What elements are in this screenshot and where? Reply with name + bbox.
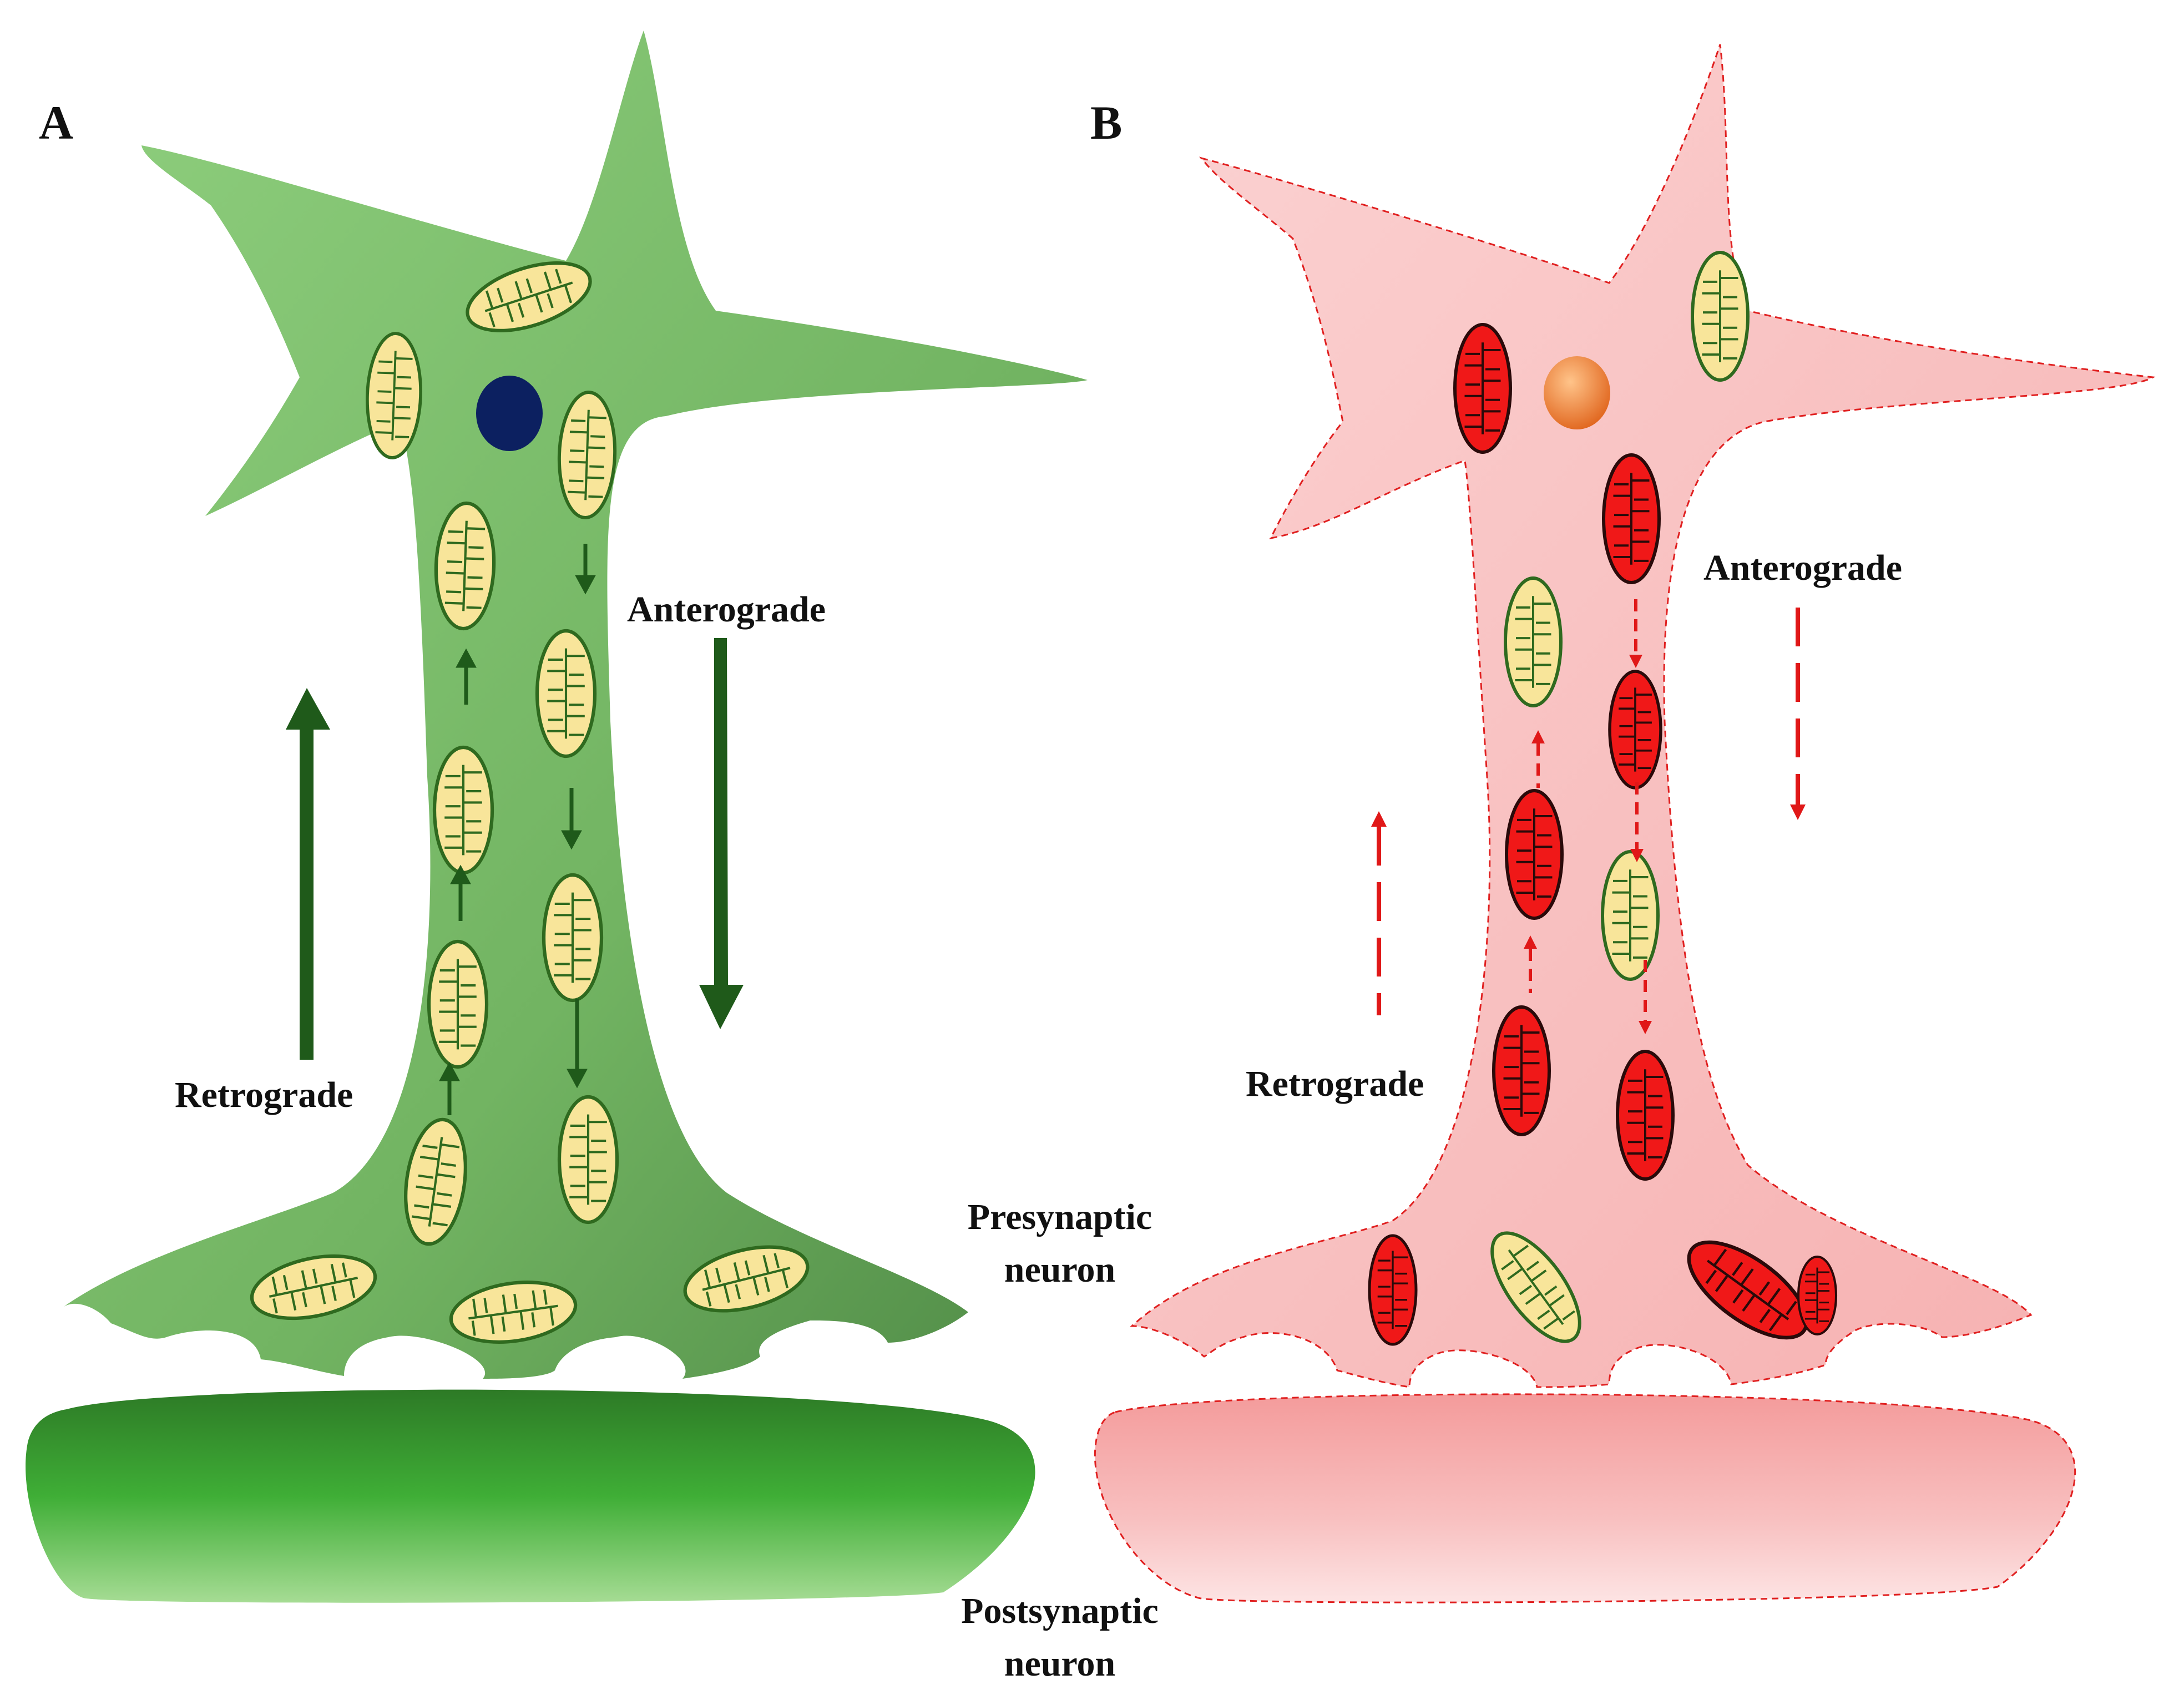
mitochondrion-healthy — [542, 873, 604, 1003]
mitochondrion-healthy — [434, 501, 496, 631]
mitochondrion-healthy — [535, 629, 597, 758]
mitochondrion-damaged — [1602, 453, 1661, 584]
mitochondrion-damaged — [1687, 1240, 1809, 1340]
presynaptic-label: Presynaptic neuron — [968, 1197, 1152, 1290]
retrograde-arrow-b — [1371, 811, 1387, 1015]
presynaptic-label-line2: neuron — [1004, 1249, 1116, 1290]
mitochondrion-healthy — [427, 939, 489, 1069]
mitochondrion-healthy — [250, 1254, 377, 1320]
small-arrowheads-b — [1524, 655, 1652, 1034]
mitochondria-b — [1368, 251, 1838, 1346]
anterograde-label-a: Anterograde — [627, 589, 826, 630]
mitochondrion-healthy — [432, 745, 494, 875]
mitochondrion-healthy — [365, 332, 423, 459]
postsynaptic-neuron-b — [1094, 1393, 2076, 1603]
nucleus-b — [1544, 356, 1610, 429]
small-arrows-a — [439, 544, 596, 1115]
mitochondrion-healthy — [1601, 850, 1660, 981]
anterograde-arrow-b — [1790, 608, 1806, 820]
mitochondrion-healthy — [557, 391, 617, 519]
postsynaptic-neuron-a — [26, 1389, 1035, 1603]
mitochondrion-healthy — [1691, 251, 1750, 382]
mitochondrion-damaged — [1616, 1050, 1675, 1181]
mitochondrion-healthy — [466, 261, 592, 333]
mitochondrion-healthy — [1490, 1231, 1581, 1343]
postsynaptic-label-line1: Postsynaptic — [961, 1591, 1159, 1631]
mitochondrion-damaged — [1608, 670, 1662, 790]
mitochondrion-damaged — [1797, 1255, 1838, 1336]
postsynaptic-label: Postsynaptic neuron — [961, 1591, 1159, 1684]
mitochondrion-damaged — [1368, 1234, 1418, 1346]
anterograde-label-b: Anterograde — [1703, 548, 1902, 588]
panel-b-letter: B — [1090, 96, 1122, 149]
mitochondrion-damaged — [1505, 789, 1564, 920]
retrograde-arrow-a — [286, 688, 330, 1060]
mitochondrion-healthy — [1504, 576, 1563, 707]
mitochondrion-damaged — [1492, 1005, 1551, 1136]
panel-a-letter: A — [39, 96, 73, 149]
mitochondrion-healthy — [683, 1245, 810, 1313]
anterograde-arrow-a — [699, 638, 744, 1029]
mitochondrion-damaged — [1453, 323, 1512, 454]
postsynaptic-label-line2: neuron — [1004, 1643, 1116, 1684]
mitochondrion-healthy — [449, 1281, 578, 1344]
mitochondrion-healthy — [557, 1095, 619, 1225]
nucleus-a — [476, 376, 543, 451]
retrograde-label-a: Retrograde — [175, 1075, 353, 1115]
retrograde-label-b: Retrograde — [1246, 1064, 1424, 1104]
presynaptic-label-line1: Presynaptic — [968, 1197, 1152, 1237]
mitochondria-a — [250, 261, 810, 1344]
mitochondrion-healthy — [404, 1117, 467, 1246]
small-arrows-b — [1529, 599, 1647, 1021]
panel-b: B Anterograde Retrograde — [1090, 44, 2156, 1603]
panel-a: A Anterograde Retrograde — [26, 31, 1088, 1603]
